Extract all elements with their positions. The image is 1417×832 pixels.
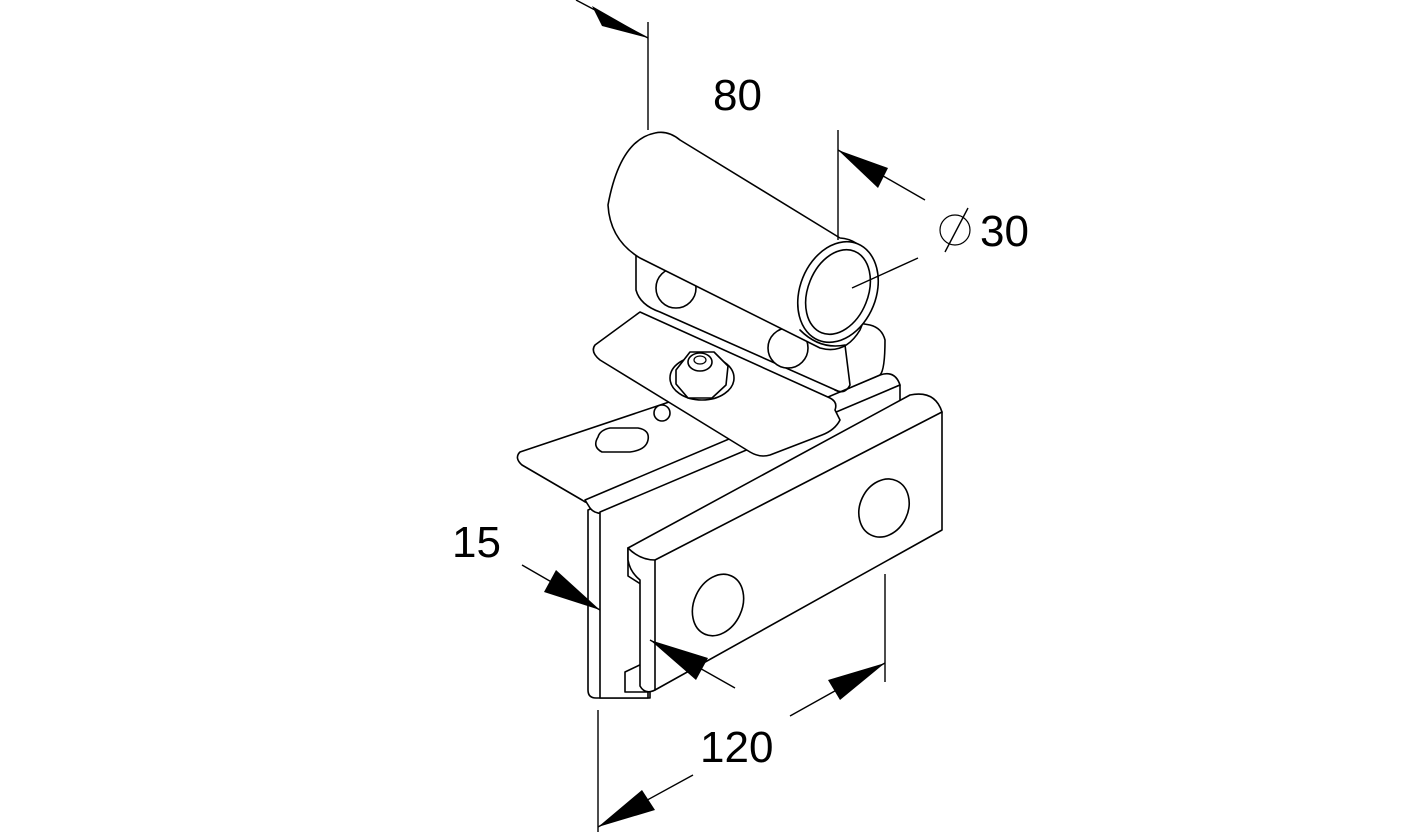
dimension-80-label: 80	[713, 71, 762, 120]
dimension-15-label: 15	[452, 518, 501, 567]
dimension-80: 80	[575, 0, 926, 240]
dimension-30-label: 30	[980, 207, 1029, 256]
tube-end-inner	[804, 248, 872, 336]
arrow-80-right	[838, 150, 888, 188]
slot-hole	[594, 427, 650, 453]
arrow-15-top	[544, 570, 600, 610]
dimension-diameter-30: 30	[851, 207, 1029, 289]
tube-clamp	[592, 131, 886, 457]
front-hole-lower	[691, 573, 745, 637]
front-hole-upper	[858, 478, 910, 538]
arrow-120-left	[598, 790, 655, 827]
dimension-15: 15	[452, 518, 736, 689]
small-round-hole	[653, 404, 671, 422]
dimension-120-label: 120	[700, 723, 773, 772]
arrow-15-bottom	[650, 640, 708, 680]
arrow-80-left	[592, 6, 648, 38]
arrow-120-right	[828, 663, 885, 700]
hex-nut	[669, 351, 735, 401]
dimension-120: 120	[597, 574, 886, 832]
